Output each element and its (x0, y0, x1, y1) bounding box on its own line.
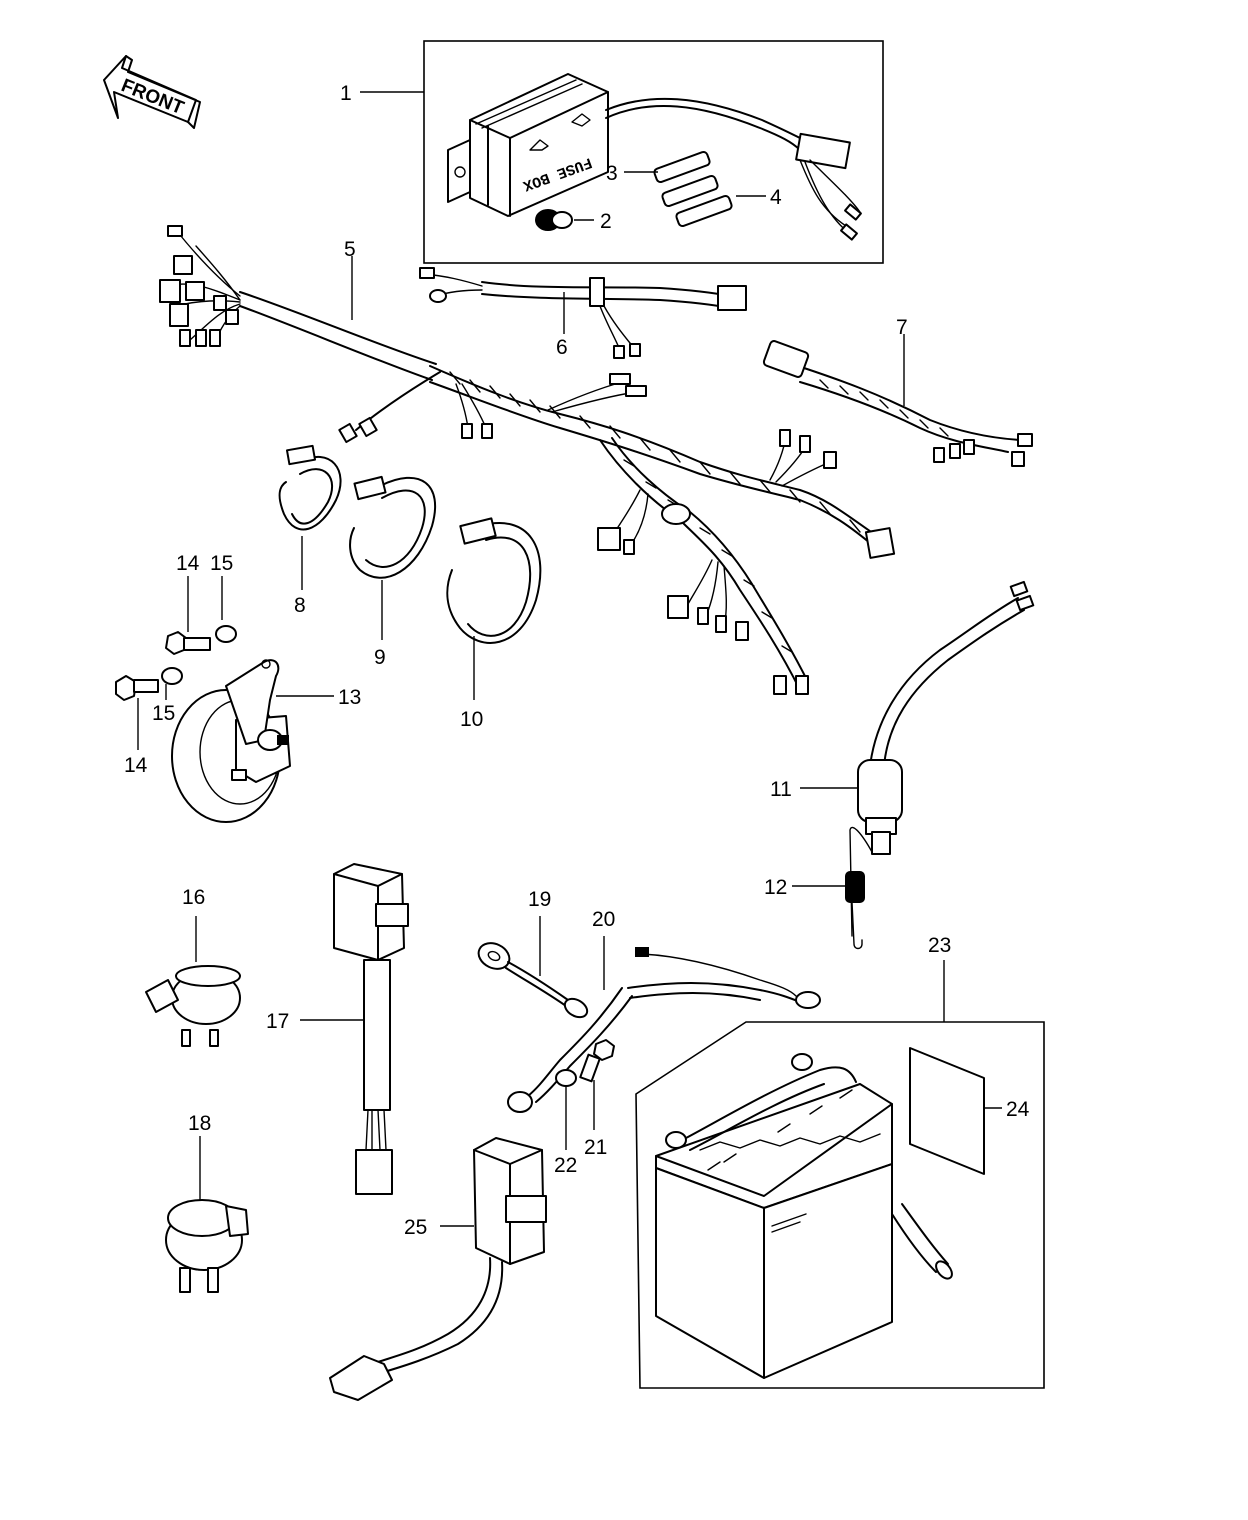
callout-19: 19 (528, 888, 551, 911)
callout-25: 25 (404, 1216, 427, 1239)
sticker (909, 1047, 985, 1175)
fuse-box: FUSE BOX (447, 73, 609, 217)
sub-harness (419, 267, 747, 359)
unit-25 (329, 1137, 547, 1401)
callout-8: 8 (294, 594, 306, 617)
washer-lower (161, 667, 183, 685)
callout-9: 9 (374, 646, 386, 669)
switch (849, 580, 1035, 937)
front-arrow: FRONT (103, 55, 201, 129)
spring (845, 871, 865, 950)
band-10 (446, 517, 542, 644)
callout-20: 20 (592, 908, 615, 931)
callout-1: 1 (340, 82, 352, 105)
fuses (653, 150, 733, 228)
cable-20 (507, 947, 821, 1113)
callout-15-lower: 15 (152, 702, 175, 725)
band-9 (349, 475, 437, 579)
battery-group-frame (635, 1021, 1045, 1389)
grommet (535, 209, 573, 231)
callout-6: 6 (556, 336, 568, 359)
unit-17 (333, 863, 409, 1195)
callout-14-lower: 14 (124, 754, 148, 777)
bolt-21 (579, 1039, 615, 1083)
relay-18 (165, 1199, 249, 1293)
callout-11: 11 (770, 778, 792, 801)
callout-16: 16 (182, 886, 205, 909)
battery (655, 1053, 953, 1379)
relay-16 (145, 965, 241, 1047)
callout-5: 5 (344, 238, 356, 261)
callout-12: 12 (764, 876, 787, 899)
washer-22 (555, 1069, 577, 1087)
callout-18: 18 (188, 1112, 211, 1135)
callout-15-upper: 15 (210, 552, 233, 575)
callout-17: 17 (266, 1010, 289, 1033)
callout-2: 2 (600, 210, 612, 233)
horn (171, 659, 291, 823)
washer-upper (215, 625, 237, 643)
callout-23: 23 (928, 934, 951, 957)
bolt-lower (115, 675, 159, 701)
callout-10: 10 (460, 708, 483, 731)
harness-7 (762, 340, 1033, 467)
callout-24: 24 (1006, 1098, 1030, 1121)
callout-22: 22 (554, 1154, 577, 1177)
band-8 (278, 444, 342, 531)
cable-19 (477, 942, 589, 1019)
fuse-box-group-frame (423, 40, 884, 264)
main-harness (159, 225, 896, 695)
callout-4: 4 (770, 186, 782, 209)
bolt-upper (165, 631, 211, 655)
callout-14-upper: 14 (176, 552, 200, 575)
callout-3: 3 (606, 162, 618, 185)
callout-7: 7 (896, 316, 908, 339)
callout-13: 13 (338, 686, 361, 709)
callout-21: 21 (584, 1136, 607, 1159)
